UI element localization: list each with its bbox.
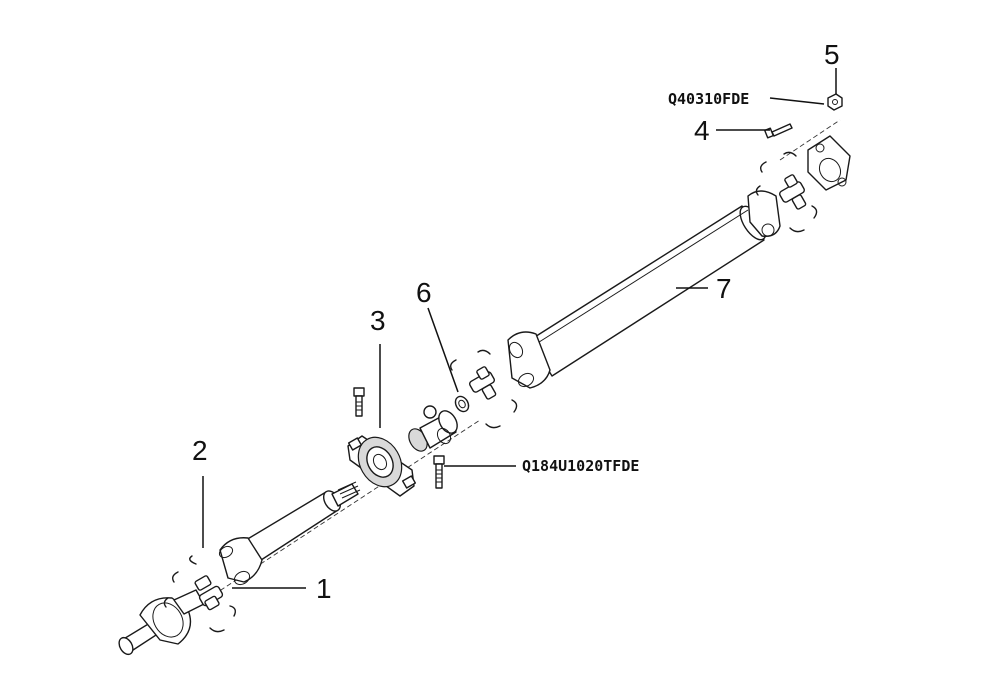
flange-nut-5 — [827, 93, 843, 111]
rear-shaft — [507, 190, 781, 389]
flange-bolt-4 — [764, 123, 793, 139]
bearing-bolt-bottom — [433, 455, 445, 489]
rear-flange-yoke — [807, 135, 851, 191]
rear-universal-joint — [779, 174, 807, 210]
front-flange-yoke — [118, 589, 205, 656]
callout-1: 1 — [316, 573, 332, 604]
callout-7: 7 — [716, 273, 732, 304]
front-shaft — [218, 481, 361, 586]
mid-snap-rings — [449, 349, 518, 429]
leader-6 — [427, 307, 459, 393]
mid-universal-joint — [469, 366, 497, 400]
bearing-bolt-top — [353, 387, 365, 417]
callout-3: 3 — [370, 305, 386, 336]
callout-2: 2 — [192, 435, 208, 466]
washer-6 — [423, 395, 470, 419]
center-bearing — [347, 435, 417, 497]
callout-5: 5 — [824, 39, 840, 70]
rear-snap-rings — [755, 151, 818, 233]
leader-5b — [769, 97, 825, 105]
assembly-axis — [159, 119, 841, 631]
front-universal-joint — [194, 575, 224, 611]
callout-6: 6 — [416, 277, 432, 308]
front-snap-rings — [163, 555, 237, 633]
mid-flange-yoke — [408, 410, 458, 452]
part-code-bolt: Q184U1020TFDE — [522, 457, 639, 475]
callout-4: 4 — [694, 115, 710, 146]
part-code-nut: Q40310FDE — [668, 90, 749, 108]
